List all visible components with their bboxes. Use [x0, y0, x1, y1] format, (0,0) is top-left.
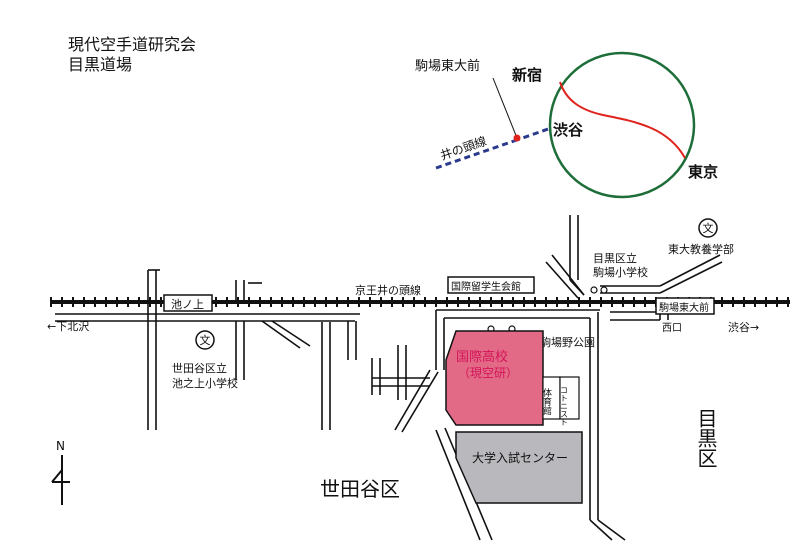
- setagaya-school-symbol: 文: [195, 330, 215, 350]
- railway-label: 京王井の頭線: [355, 283, 421, 297]
- intl-student-hall-label: 国際留学生会館: [451, 280, 521, 293]
- inset-route-map: 駒場東大前 新宿 渋谷 東京 井の頭線: [415, 51, 718, 199]
- direction-shibuya: 渋谷→: [728, 321, 759, 334]
- gate-marker-2: [600, 286, 608, 294]
- university-school-symbol: 文: [698, 218, 718, 238]
- inokashira-line-dashed: [435, 139, 515, 170]
- label-shinjuku: 新宿: [512, 66, 542, 84]
- meguro-school-line2: 駒場小学校: [593, 265, 648, 279]
- ikenoue-station-label: 池ノ上: [171, 298, 204, 311]
- highschool-building: [445, 330, 544, 426]
- title-org: 現代空手道研究会: [68, 35, 197, 54]
- ikenoue-station-box: [163, 294, 213, 312]
- school-symbol-icon: 文: [703, 221, 714, 235]
- inokashira-line-dashed-2: [513, 126, 552, 143]
- chuo-line-red: [559, 81, 686, 159]
- cottonist-box: [559, 376, 580, 420]
- komaba-station-label: 駒場東大前: [659, 301, 709, 314]
- ward-meguro: 目黒区: [694, 408, 718, 468]
- north-arrow-icon: [51, 455, 70, 505]
- street-network: [55, 215, 723, 541]
- komaba-station-box: [655, 297, 715, 315]
- highschool-label-line2: （現空研）: [458, 366, 518, 380]
- label-inokashira: 井の頭線: [438, 133, 488, 163]
- direction-shimokitazawa: ←下北沢: [47, 319, 89, 333]
- exam-center-building: [455, 431, 583, 504]
- komaba-station-dot: [513, 134, 521, 142]
- ward-setagaya: 世田谷区: [320, 477, 400, 501]
- north-label: N: [56, 439, 65, 453]
- map-title-block: 現代空手道研究会 目黒道場: [68, 35, 196, 75]
- setagaya-school-line1: 世田谷区立: [172, 361, 227, 375]
- park-label: 駒場野公園: [540, 336, 595, 349]
- label-komaba-todaimae: 駒場東大前: [415, 58, 480, 74]
- title-dojo: 目黒道場: [68, 55, 133, 74]
- intl-student-hall-box: [447, 276, 535, 294]
- school-symbol-icon-2: 文: [200, 333, 211, 347]
- exam-center-label: 大学入試センター: [472, 450, 568, 465]
- label-tokyo: 東京: [688, 163, 718, 181]
- yamanote-loop: [548, 51, 696, 199]
- west-exit-label: 西口: [662, 323, 682, 334]
- setagaya-school-line2: 池之上小学校: [172, 376, 238, 390]
- highschool-label-line1: 国際高校: [456, 349, 508, 365]
- cottonist-label: コトニスト: [560, 386, 569, 426]
- leader-line: [492, 77, 518, 139]
- gate-marker-1: [590, 286, 598, 294]
- univ-dept-label: 東大教養学部: [668, 242, 734, 256]
- gym-label: 体育館: [541, 387, 552, 416]
- label-shibuya: 渋谷: [553, 121, 584, 139]
- meguro-school-line1: 目黒区立: [593, 251, 637, 265]
